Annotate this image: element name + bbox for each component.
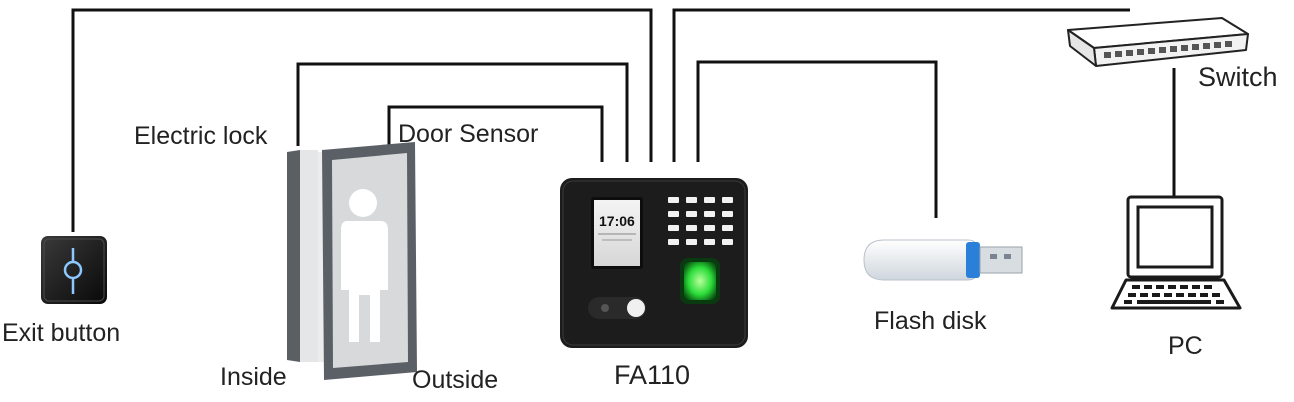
label-door-sensor: Door Sensor — [398, 120, 539, 148]
door-icon — [287, 142, 417, 380]
label-electric-lock: Electric lock — [134, 122, 268, 150]
label-inside: Inside — [220, 363, 287, 391]
keypad — [668, 197, 733, 245]
flash-disk-icon — [863, 239, 1023, 281]
pc-laptop-icon — [1110, 195, 1242, 310]
wire-exit-button — [71, 8, 653, 232]
fa110-terminal-icon — [560, 178, 748, 348]
label-flash-disk: Flash disk — [874, 307, 987, 335]
wire-flash-disk — [696, 60, 938, 218]
label-fa110: FA110 — [614, 360, 691, 390]
wires — [71, 8, 1176, 232]
exit-button-icon — [41, 236, 107, 304]
wire-electric-lock — [296, 62, 629, 162]
wire-door-sensor — [387, 105, 604, 162]
wire-switch — [672, 8, 1130, 162]
label-exit-button: Exit button — [2, 319, 121, 347]
label-outside: Outside — [412, 366, 499, 394]
label-switch: Switch — [1198, 62, 1278, 92]
person-icon — [341, 189, 388, 342]
device-screen-time: 17:06 — [599, 213, 635, 229]
fingerprint-sensor-icon — [680, 258, 720, 304]
network-switch-icon — [1067, 17, 1249, 67]
label-pc: PC — [1168, 332, 1203, 360]
